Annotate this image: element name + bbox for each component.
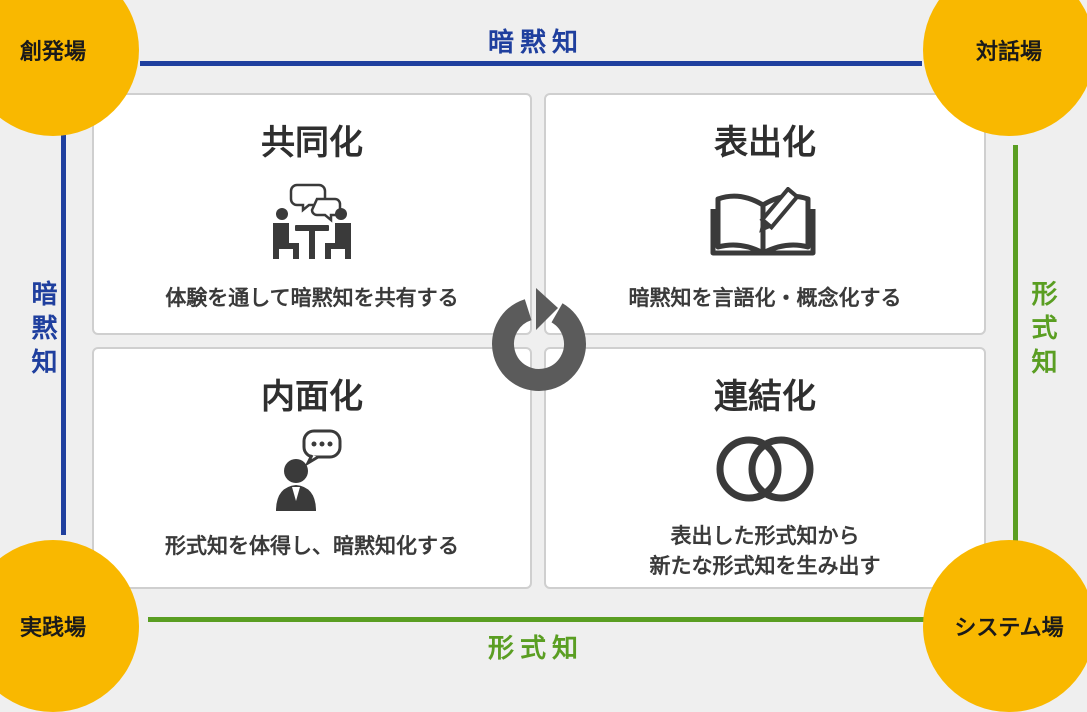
bottom-edge-label: 形式知 — [488, 634, 585, 664]
combination-desc-line2: 新たな形式知を生み出す — [649, 554, 881, 578]
combination-desc: 表出した形式知から 新たな形式知を生み出す — [546, 521, 984, 581]
top-tacit-line — [140, 61, 922, 66]
internalization-card: 内面化 形式知を体得し、暗黙知化する — [92, 347, 532, 589]
combination-desc-line1: 表出した形式知から — [670, 524, 860, 548]
combination-card: 連結化 表出した形式知から 新たな形式知を生み出す — [544, 347, 986, 589]
bottom-explicit-line — [148, 617, 938, 622]
left-edge-label: 暗黙知 — [27, 280, 57, 382]
externalization-card: 表出化 暗黙知を言語化・概念化する — [544, 93, 986, 335]
left-tacit-line — [61, 135, 66, 535]
book-pen-icon — [710, 186, 820, 263]
combination-title: 連結化 — [714, 377, 816, 417]
right-explicit-line — [1013, 145, 1018, 545]
top-edge-label: 暗黙知 — [488, 28, 585, 58]
externalization-title: 表出化 — [714, 123, 816, 163]
place-bottom-right: システム場 — [923, 540, 1087, 712]
meeting-icon — [267, 183, 357, 267]
place-bottom-left: 実践場 — [0, 540, 139, 712]
socialization-title: 共同化 — [261, 123, 363, 163]
place-top-right: 対話場 — [923, 0, 1087, 136]
person-thinking-icon — [272, 427, 352, 517]
externalization-desc: 暗黙知を言語化・概念化する — [628, 286, 902, 310]
internalization-desc: 形式知を体得し、暗黙知化する — [165, 534, 459, 558]
right-edge-label: 形式知 — [1027, 280, 1057, 382]
socialization-desc: 体験を通して暗黙知を共有する — [165, 286, 459, 310]
socialization-card: 共同化 体験を通して暗黙知を共有する — [92, 93, 532, 335]
linked-rings-icon — [713, 433, 817, 509]
cycle-arrow-icon — [484, 288, 594, 402]
internalization-title: 内面化 — [261, 377, 363, 417]
